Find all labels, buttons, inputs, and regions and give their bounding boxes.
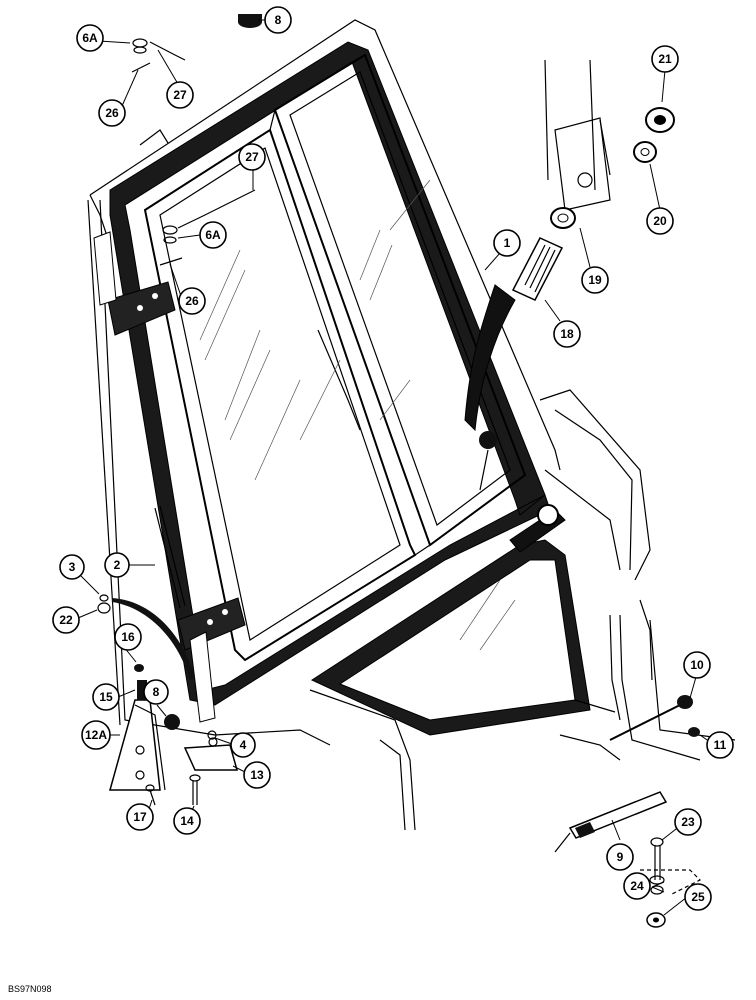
callout-label: 6A	[205, 228, 221, 242]
cap-22	[97, 602, 111, 614]
callout-label: 2	[114, 558, 121, 572]
callout-label: 16	[121, 630, 135, 644]
stud-23	[650, 837, 664, 880]
bracket-12a	[109, 699, 166, 791]
callout-13: 13	[243, 761, 271, 789]
callout-label: 22	[59, 613, 73, 627]
screw-17	[145, 784, 156, 806]
callout-15: 15	[92, 683, 120, 711]
callout-12a: 12A	[81, 720, 111, 750]
callout-label: 17	[133, 810, 147, 824]
callout-label: 19	[588, 273, 602, 287]
callout-6a-top: 6A	[76, 24, 104, 52]
gas-strut-9	[554, 791, 668, 853]
callout-22: 22	[52, 606, 80, 634]
callout-label: 26	[185, 294, 199, 308]
callout-label: 4	[240, 738, 247, 752]
door-frame	[143, 53, 527, 662]
callout-10: 10	[683, 651, 711, 679]
callout-label: 15	[99, 690, 113, 704]
callout-8-top: 8	[264, 6, 292, 34]
callout-label: 24	[630, 879, 644, 893]
callout-18: 18	[553, 320, 581, 348]
callout-14: 14	[173, 807, 201, 835]
callout-26-mid: 26	[178, 287, 206, 315]
callout-label: 9	[617, 850, 624, 864]
latch-13	[183, 737, 238, 771]
callout-label: 10	[690, 658, 704, 672]
callout-label: 26	[105, 106, 119, 120]
bolt-14	[189, 774, 201, 805]
callout-19: 19	[581, 266, 609, 294]
callout-label: 23	[681, 815, 695, 829]
pin-4	[207, 730, 217, 740]
callout-27-top: 27	[166, 81, 194, 109]
callout-4: 4	[230, 732, 256, 758]
wire-assembly-top	[131, 38, 186, 73]
lower-hinge	[177, 597, 246, 723]
pin-18	[511, 237, 564, 301]
door-latch-arm	[509, 504, 566, 553]
reference-code: BS97N098	[8, 984, 52, 994]
nut-21	[645, 107, 675, 133]
callout-label: 13	[250, 768, 264, 782]
upper-hinge	[93, 231, 176, 336]
callout-label: 27	[245, 150, 259, 164]
callout-label: 11	[714, 738, 727, 752]
callout-label: 21	[658, 52, 672, 66]
callout-label: 1	[504, 236, 511, 250]
callout-27-mid: 27	[238, 143, 266, 171]
callout-2: 2	[104, 552, 130, 578]
nut-16	[134, 664, 144, 672]
nut-11	[688, 727, 700, 737]
spring-15	[137, 680, 147, 700]
washer-24	[640, 869, 702, 896]
gas-strut-mount-10	[609, 695, 693, 741]
callout-label: 18	[560, 327, 574, 341]
callout-25: 25	[684, 883, 712, 911]
callout-3: 3	[59, 554, 85, 580]
callout-17: 17	[126, 803, 154, 831]
hinge-pin	[154, 505, 186, 609]
callout-23: 23	[674, 808, 702, 836]
callout-9: 9	[606, 843, 634, 871]
washer-20	[633, 141, 657, 163]
washer-3	[99, 594, 109, 602]
callout-16: 16	[114, 623, 142, 651]
washer-19	[550, 207, 576, 229]
callout-label: 8	[275, 13, 282, 27]
callout-label: 25	[691, 890, 705, 904]
callout-label: 6A	[82, 31, 98, 45]
nut-25	[646, 912, 666, 928]
callout-1: 1	[493, 229, 521, 257]
callout-label: 27	[173, 88, 187, 102]
wire-assembly-mid	[159, 189, 256, 266]
callout-label: 8	[153, 685, 160, 699]
check-strap	[464, 284, 516, 491]
callout-20: 20	[646, 207, 674, 235]
callout-24: 24	[623, 872, 651, 900]
cab-corner-lower-right	[559, 599, 736, 761]
callout-label: 3	[69, 560, 76, 574]
glass-reflections	[199, 179, 516, 651]
callout-11: 11	[706, 731, 734, 759]
hinge-bracket-upper-right	[544, 59, 611, 211]
bumper-8b	[164, 714, 180, 730]
callout-label: 20	[653, 214, 667, 228]
callout-8-lower: 8	[143, 679, 169, 705]
callout-label: 12A	[85, 728, 107, 742]
callout-21: 21	[651, 45, 679, 73]
strap-22	[112, 598, 195, 680]
grommet-top	[238, 14, 262, 28]
callout-6a-mid: 6A	[199, 221, 227, 249]
callout-label: 14	[180, 814, 194, 828]
callout-26-top: 26	[98, 99, 126, 127]
